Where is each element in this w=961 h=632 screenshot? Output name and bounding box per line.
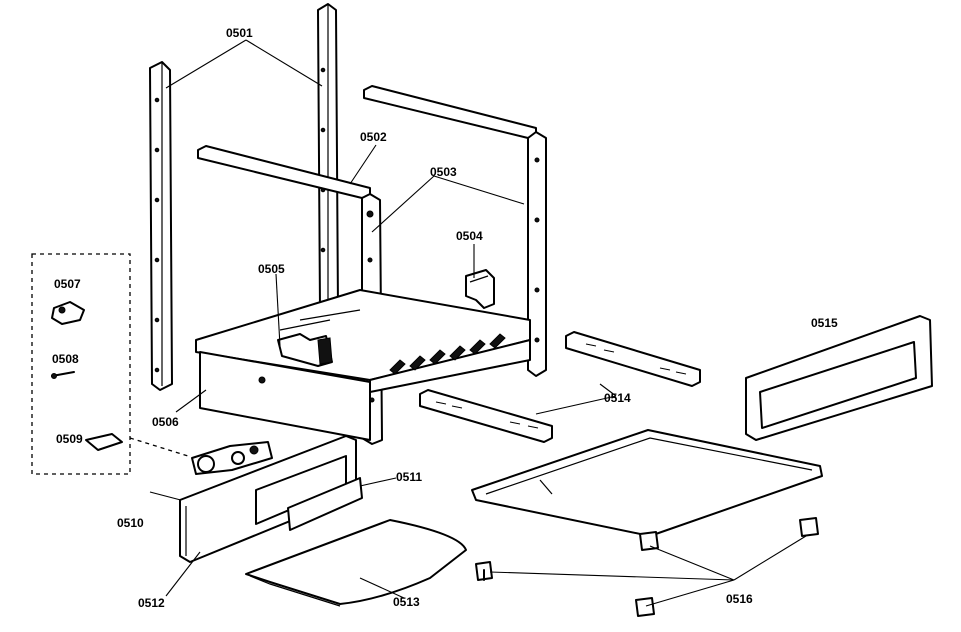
label-0513: 0513 xyxy=(393,595,420,609)
label-0502: 0502 xyxy=(360,130,387,144)
label-0506: 0506 xyxy=(152,415,179,429)
inset-box xyxy=(31,253,131,475)
part-base-tray xyxy=(195,289,531,441)
part-0501-left-upright xyxy=(149,61,173,391)
label-0509: 0509 xyxy=(56,432,83,446)
label-0505: 0505 xyxy=(258,262,285,276)
part-0514-rail-upper xyxy=(565,331,701,387)
part-0503-right-rail xyxy=(363,85,547,377)
label-0512: 0512 xyxy=(138,596,165,610)
label-0515: 0515 xyxy=(811,316,838,330)
part-0514-rail-lower xyxy=(419,389,553,443)
part-0511-window xyxy=(287,477,363,531)
label-0501: 0501 xyxy=(226,26,253,40)
label-0504: 0504 xyxy=(456,229,483,243)
part-0507-fitting xyxy=(51,301,85,325)
label-0508: 0508 xyxy=(52,352,79,366)
label-0507: 0507 xyxy=(54,277,81,291)
label-0511: 0511 xyxy=(396,470,423,484)
part-0505-bracket xyxy=(277,333,333,367)
part-valve-assembly xyxy=(149,441,273,505)
label-0516: 0516 xyxy=(726,592,753,606)
part-0508-screw xyxy=(51,371,75,379)
part-0513-wire-frame xyxy=(245,519,467,607)
part-0515-door-frame xyxy=(745,315,933,441)
part-0504-bracket xyxy=(465,269,495,309)
label-0514: 0514 xyxy=(604,391,631,405)
part-0501-rear-upright xyxy=(317,3,339,317)
inset-callout-line xyxy=(129,437,189,457)
label-0510: 0510 xyxy=(117,516,144,530)
leader-lines xyxy=(165,39,807,607)
part-0509-valve xyxy=(85,433,123,451)
part-0516-screws xyxy=(475,517,819,617)
label-0503: 0503 xyxy=(430,165,457,179)
part-bottom-panel xyxy=(471,429,823,537)
